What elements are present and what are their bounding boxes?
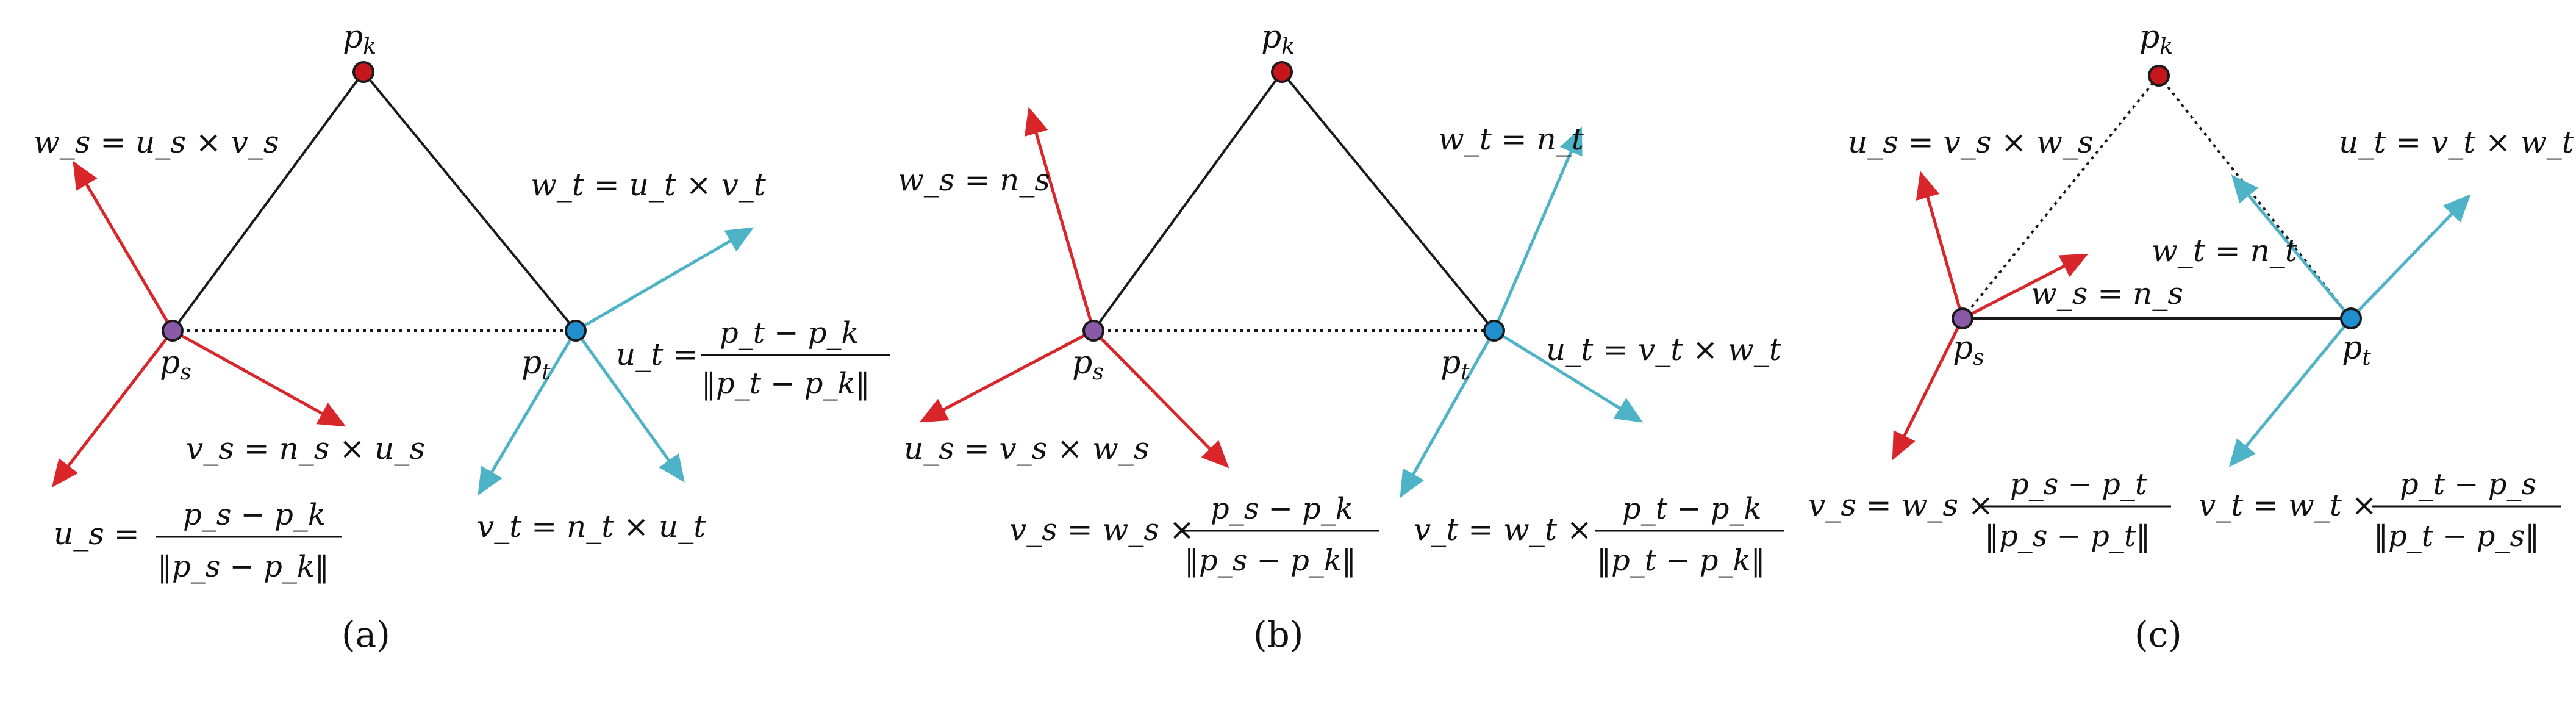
label-pt-b: pt [1440,345,1470,385]
arrow-vs-c [1892,317,1964,461]
point-pk-a [352,61,374,83]
formula-vt-num-b: p_t − p_k [1622,492,1762,526]
arrow-wt-c [2231,174,2352,320]
arrow-us-c [1916,171,1964,319]
label-ps-a: ps [160,345,191,385]
arrow-ws-c [1961,253,2089,320]
arrow-ws-b [1024,107,1095,331]
formula-ws-a: w_s = u_s × v_s [34,124,279,160]
formula-vt-lhs-b: v_t = w_t × [1414,512,1592,547]
arrow-ut-a [574,329,685,483]
formula-vs-num-c: p_s − p_t [2010,467,2147,501]
caption-a: (a) [342,614,390,655]
formula-vs-a: v_s = n_s × u_s [186,431,425,466]
point-pt-b [1483,320,1505,342]
point-pk-c [2148,65,2170,87]
edge-ps-pk [171,71,365,332]
arrow-vt-c [2228,317,2352,467]
arrow-vt-b [1400,329,1496,498]
arrow-vs-a [171,329,346,427]
arrow-wt-a [574,227,754,332]
edge-pk-pt [362,71,577,332]
formula-ut-den-a: ‖p_t − p_k‖ [701,367,870,401]
formula-us-lhs-a: u_s = [54,516,140,552]
formula-vt-den-b: ‖p_t − p_k‖ [1597,544,1766,578]
label-pk-c: pk [2139,19,2173,59]
edge-pk-pt [1281,71,1495,332]
point-pt-a [565,320,587,342]
formula-wt-b: w_t = n_t [1438,121,1584,157]
formula-vt-num-c: p_t − p_s [2400,467,2536,501]
label-pt-a: pt [521,345,551,385]
label-pk-a: pk [343,19,376,59]
label-pk-b: pk [1261,19,1295,59]
label-ps-c: ps [1953,330,1984,370]
point-pt-c [2340,307,2362,329]
formula-wt-a: w_t = u_t × v_t [531,167,767,203]
formula-ut-c: u_t = v_t × w_t [2339,124,2575,160]
formula-us-num-a: p_s − p_k [183,498,326,532]
formula-us-c: u_s = v_s × w_s [1848,124,2094,160]
edge-ps-pk [1092,71,1283,332]
arrow-us-b [919,329,1095,423]
formula-vs-den-c: ‖p_s − p_t‖ [1984,519,2150,553]
formula-vs-lhs-c: v_s = w_s × [1808,487,1994,523]
formula-ws-c: w_s = n_s [2031,276,2183,311]
caption-b: (b) [1253,614,1303,655]
arrow-wt-b [1492,126,1583,331]
arrow-us-a [51,329,174,487]
formula-ws-b: w_s = n_s [898,162,1050,198]
panel-c: pk ps pt u_s = v_s × w_s u_t = v_t × w_t… [1808,19,2575,655]
formula-wt-c: w_t = n_t [2152,233,2298,268]
panel-b: pk ps pt w_s = n_s w_t = n_t u_t = v_t ×… [898,19,1784,655]
panel-a: pk ps pt w_s = u_s × v_s w_t = u_t × v_t… [34,19,890,655]
arrow-vt-a [478,329,578,496]
label-pt-c: pt [2342,330,2371,370]
formula-ut-num-a: p_t − p_k [720,316,859,350]
caption-c: (c) [2134,614,2182,655]
label-ps-b: ps [1072,345,1104,385]
point-ps-b [1082,320,1104,342]
formula-vs-den-b: ‖p_s − p_k‖ [1184,544,1356,578]
arrow-ut-c [2350,194,2471,320]
formula-us-den-a: ‖p_s − p_k‖ [157,550,329,584]
arrow-vs-b [1092,329,1229,469]
formula-us-b: u_s = v_s × w_s [904,431,1150,466]
arrow-ut-b [1493,329,1644,423]
formula-vs-lhs-b: v_s = w_s × [1009,512,1195,547]
arrow-ws-a [73,160,174,332]
formula-vt-lhs-c: v_t = w_t × [2199,487,2377,523]
formula-ut-b: u_t = v_t × w_t [1546,332,1782,367]
point-ps-c [1952,307,1973,329]
formula-vt-a: v_t = n_t × u_t [477,509,706,544]
formula-ut-lhs-a: u_t = [616,337,698,372]
edge-ps-pk-dotted [1961,74,2160,320]
formula-vs-num-b: p_s − p_k [1211,492,1353,526]
point-pk-b [1271,61,1293,83]
point-ps-a [162,320,184,342]
formula-vt-den-c: ‖p_t − p_s‖ [2374,519,2539,553]
